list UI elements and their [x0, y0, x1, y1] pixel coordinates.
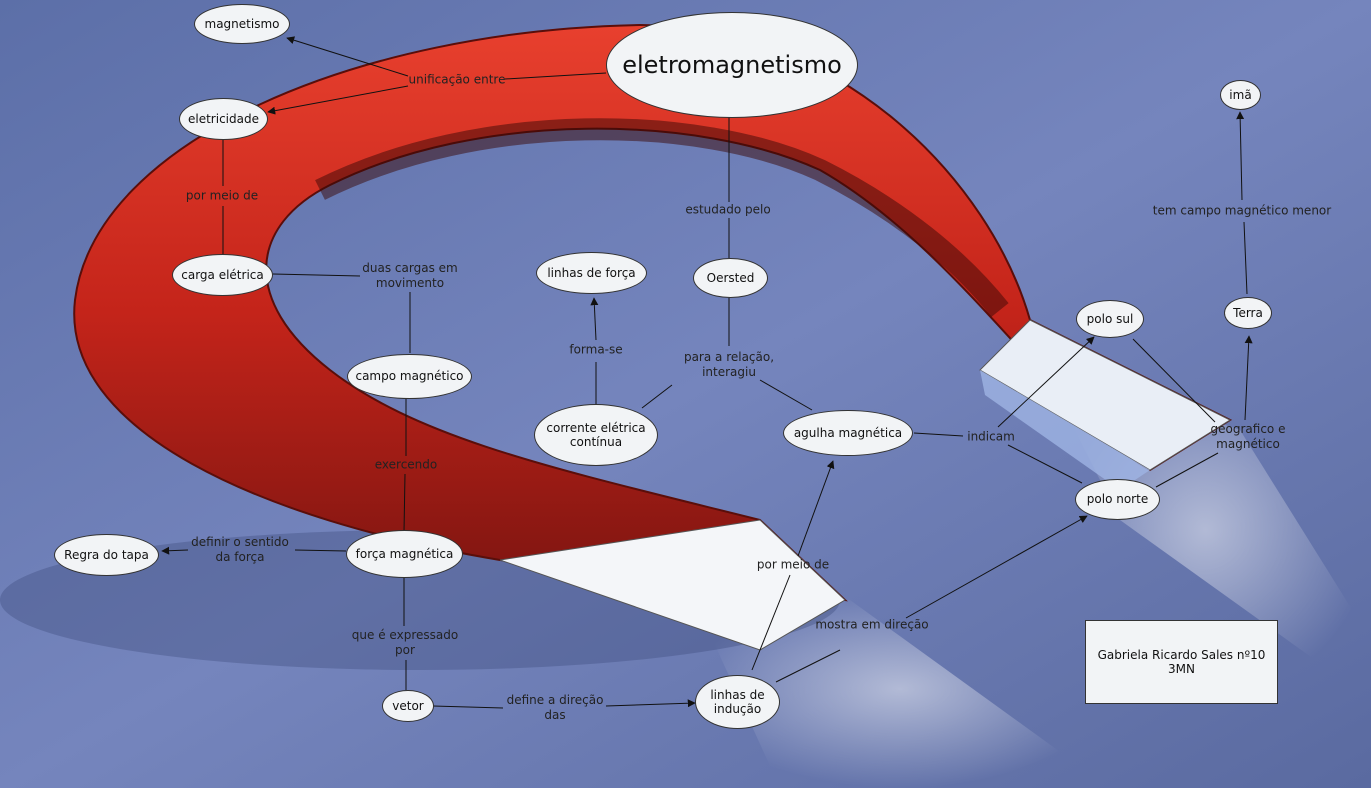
node-linhas-de-inducao[interactable]: linhas de indução: [695, 675, 780, 729]
node-corrente-eletrica[interactable]: corrente elétrica contínua: [534, 404, 658, 466]
link-indicam: indicam: [967, 429, 1015, 444]
node-vetor[interactable]: vetor: [382, 690, 434, 722]
link-geografico-e-magnetico: geografico e magnético: [1210, 422, 1286, 451]
link-por-meio-de-inducao: por meio de: [756, 557, 830, 572]
node-magnetismo[interactable]: magnetismo: [194, 4, 290, 44]
node-polo-sul[interactable]: polo sul: [1076, 300, 1144, 338]
link-definir-o-sentido: definir o sentido da força: [191, 535, 289, 564]
node-eletromagnetismo[interactable]: eletromagnetismo: [606, 12, 858, 118]
link-duas-cargas: duas cargas em movimento: [362, 261, 458, 290]
link-por-meio-de-eletricidade: por meio de: [185, 188, 259, 203]
node-eletricidade[interactable]: eletricidade: [179, 98, 268, 140]
node-campo-magnetico[interactable]: campo magnético: [347, 354, 472, 399]
node-linhas-de-forca[interactable]: linhas de força: [536, 252, 647, 294]
link-mostra-em-direcao: mostra em direção: [815, 617, 929, 632]
node-forca-magnetica[interactable]: força magnética: [346, 530, 463, 578]
link-para-a-relacao: para a relação, interagiu: [683, 350, 775, 379]
node-polo-norte[interactable]: polo norte: [1075, 479, 1160, 520]
link-que-e-expressado: que é expressado por: [351, 628, 459, 657]
link-tem-campo-magnetico-menor: tem campo magnético menor: [1152, 203, 1332, 218]
link-exercendo: exercendo: [374, 457, 438, 472]
link-forma-se: forma-se: [569, 342, 623, 357]
node-terra[interactable]: Terra: [1224, 297, 1272, 329]
node-oersted[interactable]: Oersted: [693, 258, 768, 298]
link-define-a-direcao: define a direção das: [506, 693, 604, 722]
node-regra-do-tapa[interactable]: Regra do tapa: [54, 534, 159, 576]
link-unificacao-entre: unificação entre: [408, 72, 506, 87]
author-box: Gabriela Ricardo Sales nº10 3MN: [1085, 620, 1278, 704]
node-agulha-magnetica[interactable]: agulha magnética: [783, 410, 913, 456]
node-ima[interactable]: imã: [1220, 80, 1261, 110]
link-estudado-pelo: estudado pelo: [685, 202, 771, 217]
node-carga-eletrica[interactable]: carga elétrica: [172, 254, 273, 296]
